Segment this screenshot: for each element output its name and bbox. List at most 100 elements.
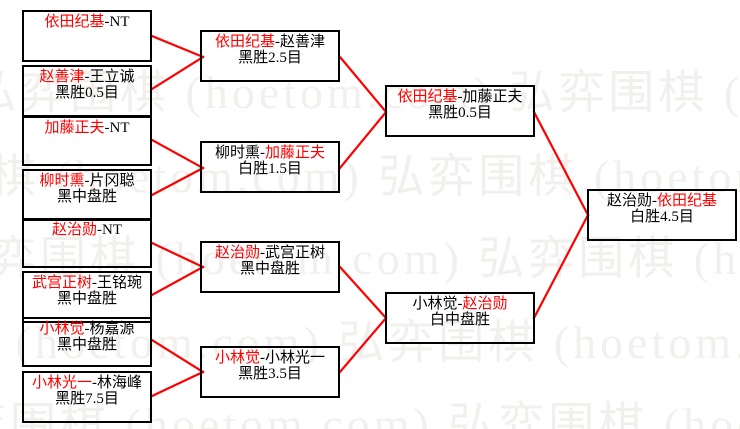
player-winner: 加藤正夫 [265,145,326,161]
match-players: 加藤正夫-NT [44,120,129,136]
match-result: 黑中盘胜 [56,189,117,206]
match-box-r3-m2[interactable]: 小林觉-赵治勋 白中盘胜 [385,292,535,344]
connector-line [150,370,205,398]
connector-line [338,265,388,320]
match-box-r2-m3[interactable]: 赵治勋-武宫正树 黑中盘胜 [200,241,340,293]
player-separator: - [92,375,97,391]
player-loser: NT [102,222,122,238]
player-loser: 赵治勋 [606,193,652,209]
connector-line [150,338,205,374]
match-box-r3-m1[interactable]: 依田纪基-加藤正夫 黑胜0.5目 [385,85,535,137]
player-loser: 片冈聪 [89,173,135,189]
match-box-final[interactable]: 赵治勋-依田纪基 白胜4.5目 [587,189,737,241]
match-players: 小林觉-小林光一 [215,350,325,366]
player-separator: - [457,296,463,312]
match-box-r1-m7[interactable]: 小林觉-杨嘉源 黑中盘胜 [22,317,152,367]
player-loser: 小林光一 [265,350,326,366]
player-separator: - [84,321,90,337]
player-separator: - [84,173,90,189]
player-loser: 柳时熏 [214,145,260,161]
player-winner: 武宫正树 [31,275,92,291]
match-players: 依田纪基-NT [44,14,129,30]
match-result: 黑中盘胜 [56,337,117,354]
player-winner: 小林觉 [39,321,85,337]
player-loser: 加藤正夫 [462,89,523,105]
match-result: 白胜4.5目 [630,209,694,226]
match-box-r2-m1[interactable]: 依田纪基-赵善津 黑胜2.5目 [200,30,340,82]
player-winner: 赵治勋 [462,296,508,312]
player-winner: 小林光一 [31,375,92,391]
player-loser: 杨嘉源 [89,321,135,337]
match-result: 白中盘胜 [429,312,490,329]
match-box-r1-m2[interactable]: 赵善津-王立诚 黑胜0.5目 [22,65,152,117]
match-players: 小林觉-杨嘉源 [39,321,134,337]
connector-line [150,138,205,170]
match-box-r1-m8[interactable]: 小林光一-林海峰 黑胜7.5目 [22,371,152,423]
match-result: 黑胜3.5目 [238,366,302,383]
connector-line [150,265,205,297]
connector-line [338,316,388,374]
match-result: 黑胜0.5目 [428,105,492,122]
connector-line [338,110,388,170]
match-players: 依田纪基-加藤正夫 [397,89,522,105]
match-result: 黑胜2.5目 [238,50,302,67]
match-players: 依田纪基-赵善津 [215,34,325,50]
match-result: 黑胜0.5目 [55,85,119,102]
match-result: 黑中盘胜 [239,261,300,278]
connector-line [150,241,205,269]
match-players: 柳时熏-片冈聪 [39,173,134,189]
player-separator: - [260,145,265,161]
match-players: 小林觉-赵治勋 [412,296,507,312]
player-separator: - [104,120,110,136]
match-players: 柳时熏-加藤正夫 [215,145,325,161]
connector-line [150,166,205,197]
player-winner: 赵善津 [39,69,85,85]
match-box-r2-m2[interactable]: 柳时熏-加藤正夫 白胜1.5目 [200,141,340,193]
match-players: 赵治勋-NT [52,222,122,238]
player-winner: 依田纪基 [397,89,458,105]
player-loser: NT [109,14,130,30]
match-box-r1-m6[interactable]: 武宫正树-王铭琬 黑中盘胜 [22,271,152,323]
player-winner: 加藤正夫 [44,120,105,136]
match-players: 赵治勋-依田纪基 [607,193,717,209]
player-winner: 依田纪基 [44,14,105,30]
connector-line [338,55,388,114]
match-result: 黑胜7.5目 [55,391,119,408]
player-separator: - [260,245,265,261]
match-box-r2-m4[interactable]: 小林觉-小林光一 黑胜3.5目 [200,346,340,398]
player-loser: 林海峰 [97,375,143,391]
player-separator: - [275,34,280,50]
player-winner: 小林觉 [214,350,260,366]
connector-line [150,55,205,91]
player-winner: 赵治勋 [214,245,260,261]
player-separator: - [92,275,97,291]
match-box-r1-m1[interactable]: 依田纪基-NT [22,10,152,62]
player-loser: 王铭琬 [97,275,143,291]
match-box-r1-m3[interactable]: 加藤正夫-NT [22,116,152,166]
player-loser: 武宫正树 [265,245,326,261]
match-result: 黑中盘胜 [56,291,117,308]
player-winner: 柳时熏 [39,173,85,189]
player-winner: 依田纪基 [657,193,718,209]
player-winner: 依田纪基 [214,34,275,50]
match-players: 小林光一-林海峰 [32,375,142,391]
player-loser: 小林觉 [412,296,458,312]
match-players: 武宫正树-王铭琬 [32,275,142,291]
player-separator: - [652,193,657,209]
connector-line [532,213,590,320]
player-loser: 赵善津 [280,34,326,50]
match-box-r1-m5[interactable]: 赵治勋-NT [22,218,152,268]
player-winner: 赵治勋 [51,222,97,238]
match-result: 白胜1.5目 [238,161,302,178]
player-separator: - [97,222,102,238]
connector-line [532,110,590,217]
player-loser: NT [109,120,130,136]
player-separator: - [457,89,463,105]
player-separator: - [84,69,90,85]
player-separator: - [104,14,110,30]
connector-line [150,34,205,59]
match-box-r1-m4[interactable]: 柳时熏-片冈聪 黑中盘胜 [22,169,152,221]
match-players: 赵善津-王立诚 [39,69,134,85]
player-loser: 王立诚 [89,69,135,85]
